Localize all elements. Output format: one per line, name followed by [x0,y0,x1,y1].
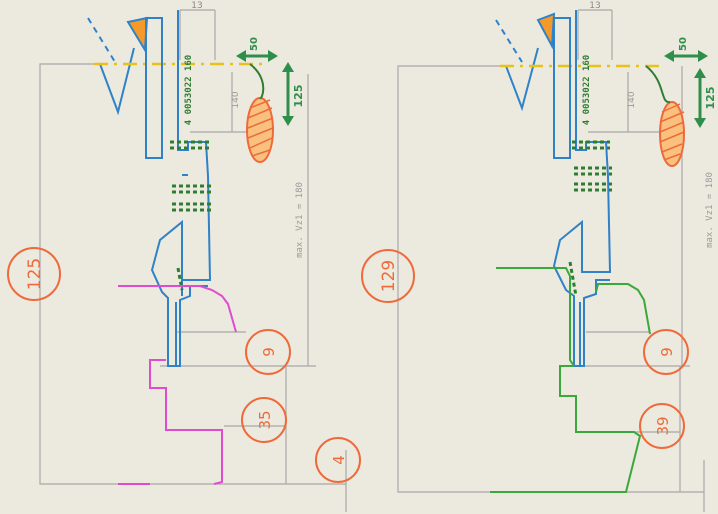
left-arrow-vertical-icon [282,62,294,126]
right-circle-9 [643,329,689,375]
left-drawing [7,9,361,512]
right-arrow-horizontal-icon [664,50,708,62]
left-arrow-horizontal-icon [236,50,278,62]
left-top-dim: 13 [191,1,202,11]
left-green-hatch [170,140,212,291]
left-arrow-horizontal-label: 50 [249,37,260,51]
left-cutter-dashed-line [87,17,116,63]
right-arrow-vertical-label: 125 [704,87,717,110]
right-green-curve [645,65,671,104]
left-green-curve [249,63,265,100]
right-green-profile-top [496,267,575,367]
left-circle-35 [241,397,287,443]
left-circle-9 [245,329,291,375]
left-dim-140: 140 [231,91,241,108]
left-circle-35-label: 35 [256,410,274,429]
right-green-hatch [568,140,612,297]
right-circle-main-label: 129 [379,260,399,292]
left-circle-main-label: 125 [25,258,45,290]
right-green-profile-pocket [595,283,651,335]
left-max-label: max. Vz1 = 180 [295,182,305,258]
right-circle-main [361,249,415,303]
left-vertical-code: 4 0053022 160 [184,55,194,125]
left-circle-4-label: 4 [330,455,348,465]
left-circle-9-label: 9 [260,347,278,357]
left-magenta-profile-top [118,285,237,333]
right-top-dim: 13 [589,1,600,11]
right-circle-39-label: 39 [654,416,672,435]
right-arrow-vertical-icon [694,68,706,128]
right-green-profile-bottom [490,365,642,493]
right-dim-140: 140 [627,91,637,108]
left-orange-hatched-ellipse [246,97,274,163]
left-magenta-profile-bottom [149,359,223,485]
right-vertical-code: 4 0053022 160 [582,55,592,125]
left-circle-main [7,247,61,301]
right-cutter-dashed-line [495,19,523,63]
left-cutter-wedge [99,47,135,116]
right-cutter-wedge [505,47,539,112]
right-drawing [361,9,708,512]
right-max-label: max. Vz1 = 180 [705,172,715,248]
left-arrow-vertical-label: 125 [292,85,305,108]
right-circle-9-label: 9 [658,347,676,357]
right-orange-hatched-ellipse [659,101,685,167]
right-arrow-horizontal-label: 50 [678,37,689,51]
left-circle-4 [315,437,361,483]
right-circle-39 [639,403,685,449]
